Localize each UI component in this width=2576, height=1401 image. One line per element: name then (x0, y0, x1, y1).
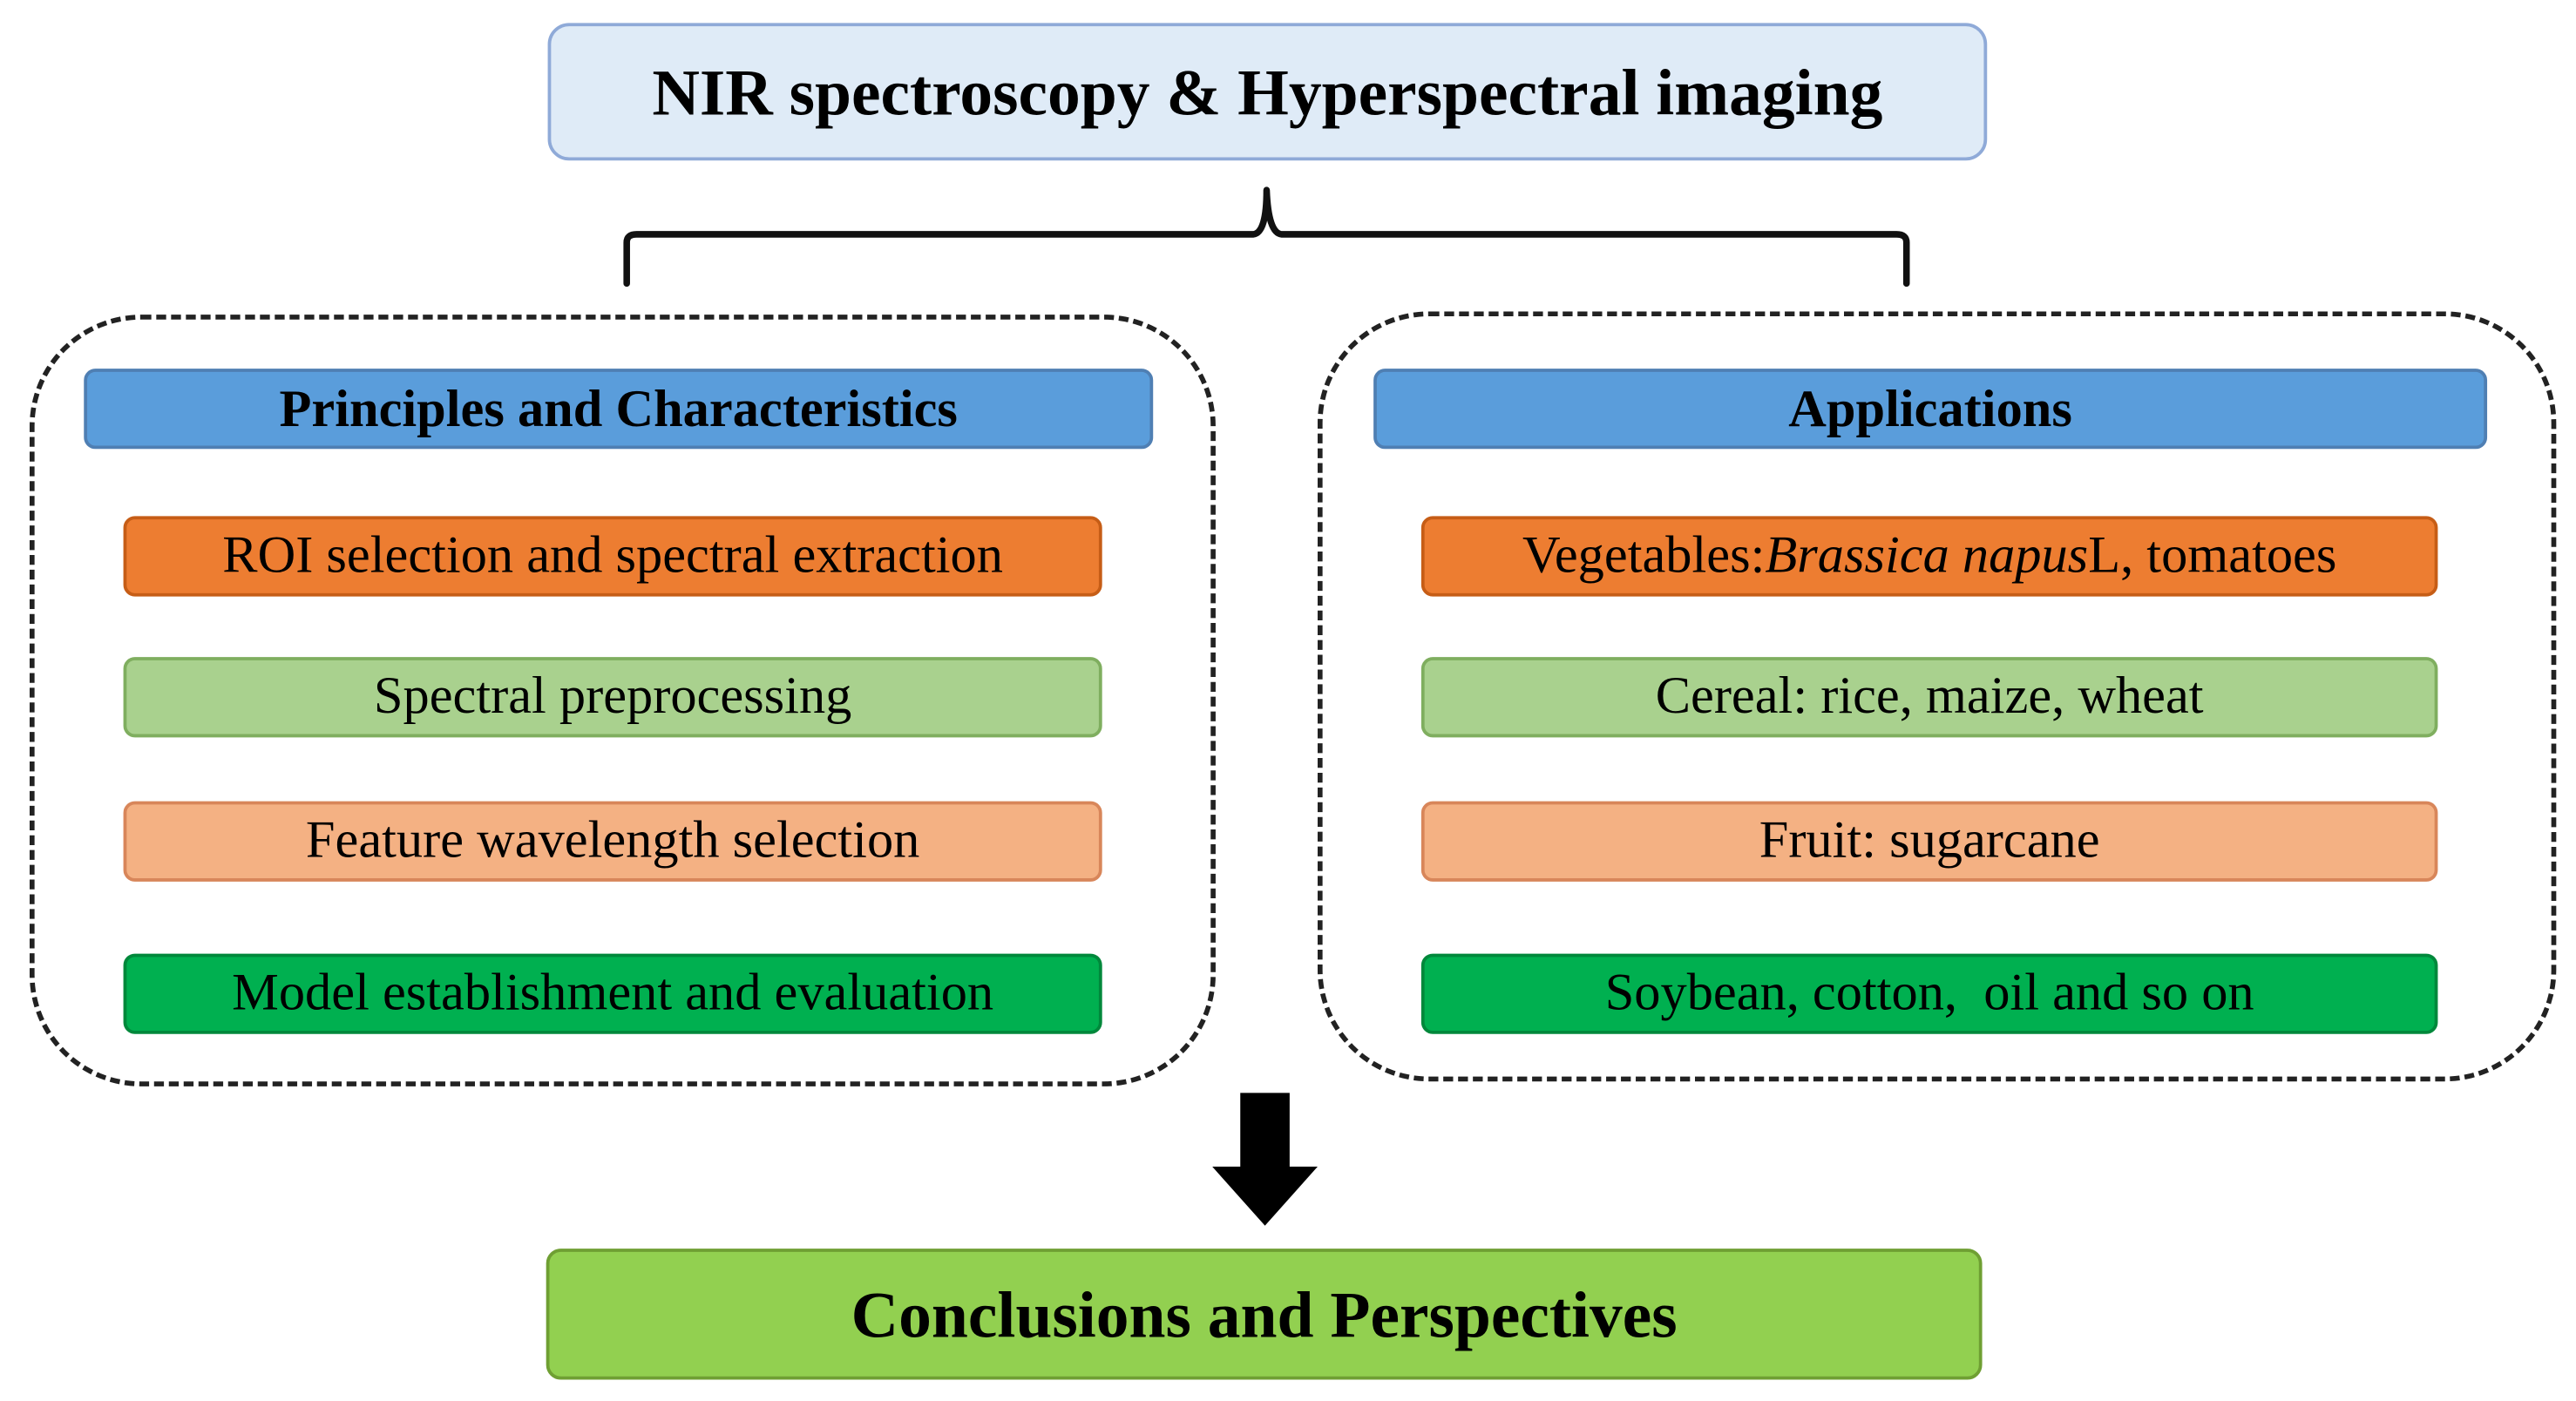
applications-panel (1317, 311, 2557, 1082)
brassica-napus-name: Brassica napus (1765, 524, 2089, 584)
curly-brace-icon (623, 186, 1910, 288)
model-evaluation-box: Model establishment and evaluation (123, 953, 1102, 1034)
soybean-cotton-oil-box: Soybean, cotton, oil and so on (1420, 953, 2438, 1034)
vegetables-box: Vegetables: Brassica napus L, tomatoes (1420, 516, 2438, 597)
principles-panel (29, 315, 1216, 1086)
principles-header: Principles and Characteristics (84, 369, 1154, 450)
spectral-preprocessing-box: Spectral preprocessing (123, 657, 1102, 738)
cereal-box: Cereal: rice, maize, wheat (1420, 657, 2438, 738)
feature-wavelength-box: Feature wavelength selection (123, 801, 1102, 882)
fruit-box: Fruit: sugarcane (1420, 801, 2438, 882)
top-title-box: NIR spectroscopy & Hyperspectral imaging (547, 23, 1988, 161)
down-arrow-icon (1212, 1093, 1318, 1226)
vegetables-suffix: L, tomatoes (2088, 524, 2337, 584)
roi-selection-box: ROI selection and spectral extraction (123, 516, 1102, 597)
conclusions-box: Conclusions and Perspectives (546, 1249, 1983, 1380)
vegetables-prefix: Vegetables: (1522, 524, 1766, 584)
applications-header: Applications (1373, 369, 2488, 450)
